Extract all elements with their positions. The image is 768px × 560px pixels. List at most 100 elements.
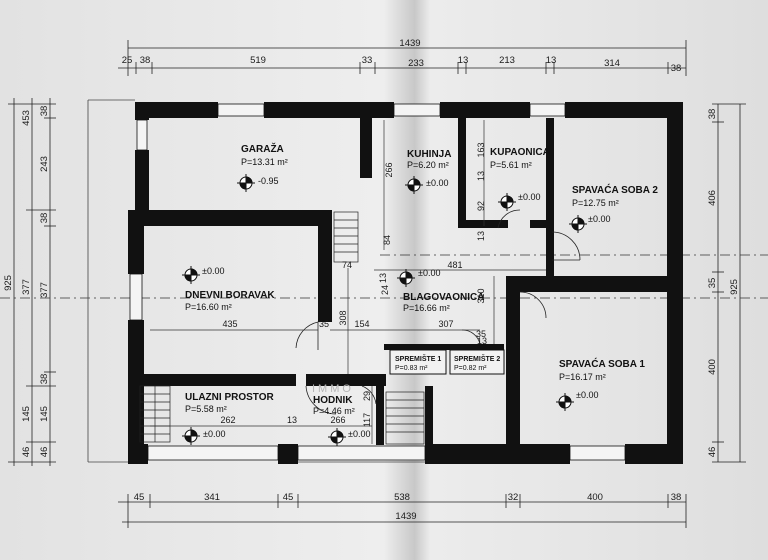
dim-13-kitchen: 13 bbox=[378, 273, 388, 283]
inner-dimension-lines bbox=[150, 120, 546, 444]
dim-35-stor: 35 bbox=[476, 329, 486, 339]
dim-13-bath-a: 13 bbox=[476, 171, 486, 181]
top-dimension-chain bbox=[118, 40, 687, 76]
room-level: ±0.00 bbox=[202, 266, 224, 276]
room-area: P=5.61 m² bbox=[490, 160, 532, 170]
room-level: ±0.00 bbox=[203, 429, 225, 439]
bottom-dim-38: 38 bbox=[671, 492, 682, 503]
room-area: P=16.17 m² bbox=[559, 372, 606, 382]
room-storage-2: SPREMIŠTE 2 P=0.82 m² bbox=[454, 354, 500, 372]
top-dim-13a: 13 bbox=[458, 55, 469, 66]
level-marker-bathroom bbox=[498, 193, 516, 211]
bottom-dim-45a: 45 bbox=[134, 492, 145, 503]
walls bbox=[128, 102, 683, 464]
dim-163: 163 bbox=[476, 142, 486, 157]
left-dim-145-outer: 145 bbox=[21, 406, 32, 422]
top-dim-519: 519 bbox=[250, 55, 266, 66]
room-name: SPREMIŠTE 1 bbox=[395, 354, 441, 363]
room-name: GARAŽA bbox=[241, 142, 284, 155]
room-hallway: HODNIK P=4.46 m² ±0.00 bbox=[313, 395, 370, 439]
dim-154: 154 bbox=[354, 319, 369, 329]
room-level: ±0.00 bbox=[418, 268, 440, 278]
right-dim-38: 38 bbox=[707, 109, 718, 120]
outer-outline bbox=[87, 99, 430, 463]
room-area: P=5.58 m² bbox=[185, 404, 227, 414]
room-area: P=4.46 m² bbox=[313, 406, 355, 416]
level-marker-kitchen bbox=[405, 176, 423, 194]
room-storage-1: SPREMIŠTE 1 P=0.83 m² bbox=[395, 354, 441, 372]
room-bedroom-2: SPAVAĆA SOBA 2 P=12.75 m² ±0.00 bbox=[572, 183, 658, 224]
dim-35: 35 bbox=[319, 319, 329, 329]
top-dim-213: 213 bbox=[499, 55, 515, 66]
top-dim-33: 33 bbox=[362, 55, 373, 66]
room-garage: GARAŽA P=13.31 m² -0.95 bbox=[241, 142, 288, 186]
watermark: IMMO bbox=[312, 383, 354, 395]
room-bedroom-1: SPAVAĆA SOBA 1 P=16.17 m² ±0.00 bbox=[559, 357, 645, 400]
bottom-dim-45b: 45 bbox=[283, 492, 294, 503]
dim-307: 307 bbox=[438, 319, 453, 329]
left-dim-46-inner: 46 bbox=[39, 447, 50, 458]
right-dim-35: 35 bbox=[707, 278, 718, 289]
room-level: ±0.00 bbox=[576, 390, 598, 400]
room-name: SPAVAĆA SOBA 2 bbox=[572, 183, 658, 196]
top-dim-233: 233 bbox=[408, 58, 424, 69]
top-total-dimension: 1439 bbox=[399, 38, 420, 49]
room-area: P=16.60 m² bbox=[185, 302, 232, 312]
room-level: ±0.00 bbox=[426, 178, 448, 188]
dim-435: 435 bbox=[222, 319, 237, 329]
dim-262: 262 bbox=[220, 415, 235, 425]
room-name: DNEVNI BORAVAK bbox=[185, 290, 275, 301]
door-swings bbox=[295, 209, 581, 415]
level-marker-dining bbox=[397, 269, 415, 287]
room-bathroom: KUPAONICA P=5.61 m² ±0.00 bbox=[490, 147, 550, 202]
left-dimension-chain bbox=[8, 98, 56, 466]
room-name: HODNIK bbox=[313, 395, 353, 406]
room-level: ±0.00 bbox=[348, 429, 370, 439]
left-dim-145-inner: 145 bbox=[39, 406, 50, 422]
left-dim-38a: 38 bbox=[39, 106, 50, 117]
left-dim-377-outer: 377 bbox=[21, 279, 32, 295]
left-total-dimension: 925 bbox=[3, 275, 14, 291]
dim-13-bath-b: 13 bbox=[476, 231, 486, 241]
dim-308: 308 bbox=[338, 310, 348, 325]
right-total-dimension: 925 bbox=[729, 279, 740, 295]
windows bbox=[129, 103, 626, 461]
room-level: ±0.00 bbox=[588, 214, 610, 224]
dim-117: 117 bbox=[362, 413, 372, 427]
bottom-dimension-chain bbox=[118, 494, 687, 528]
dim-92: 92 bbox=[476, 201, 486, 211]
bottom-dim-341: 341 bbox=[204, 492, 220, 503]
staircase-left bbox=[139, 385, 171, 443]
left-dim-46-outer: 46 bbox=[21, 447, 32, 458]
top-dim-38: 38 bbox=[140, 55, 151, 66]
left-dim-38c: 38 bbox=[39, 374, 50, 385]
top-dim-13b: 13 bbox=[546, 55, 557, 66]
level-marker-entrance bbox=[182, 427, 200, 445]
left-dim-453: 453 bbox=[21, 110, 32, 126]
room-level: ±0.00 bbox=[518, 192, 540, 202]
room-entrance: ULAZNI PROSTOR P=5.58 m² ±0.00 bbox=[185, 392, 274, 439]
room-name: KUPAONICA bbox=[490, 147, 550, 158]
bottom-dim-538: 538 bbox=[394, 492, 410, 503]
room-area: P=0.82 m² bbox=[454, 365, 487, 372]
left-dim-38b: 38 bbox=[39, 213, 50, 224]
staircase-top bbox=[333, 211, 359, 263]
level-marker-garage bbox=[237, 174, 255, 192]
storage-boxes bbox=[389, 349, 505, 375]
dim-24: 24 bbox=[380, 285, 390, 295]
dim-481: 481 bbox=[447, 260, 462, 270]
bottom-dim-32: 32 bbox=[508, 492, 519, 503]
top-dim-314: 314 bbox=[604, 58, 620, 69]
bottom-total-dimension: 1439 bbox=[395, 511, 416, 522]
room-living: DNEVNI BORAVAK P=16.60 m² ±0.00 bbox=[185, 266, 275, 312]
room-level: -0.95 bbox=[258, 176, 279, 186]
dim-74: 74 bbox=[342, 260, 352, 270]
top-dim-38b: 38 bbox=[671, 63, 682, 74]
dim-84: 84 bbox=[382, 235, 392, 245]
right-dimension-chain bbox=[712, 103, 746, 463]
room-area: P=16.66 m² bbox=[403, 303, 450, 313]
top-dim-25: 25 bbox=[122, 55, 133, 66]
room-name: ULAZNI PROSTOR bbox=[185, 392, 274, 403]
dim-13-stor: 13 bbox=[477, 336, 487, 346]
bottom-dim-400: 400 bbox=[587, 492, 603, 503]
